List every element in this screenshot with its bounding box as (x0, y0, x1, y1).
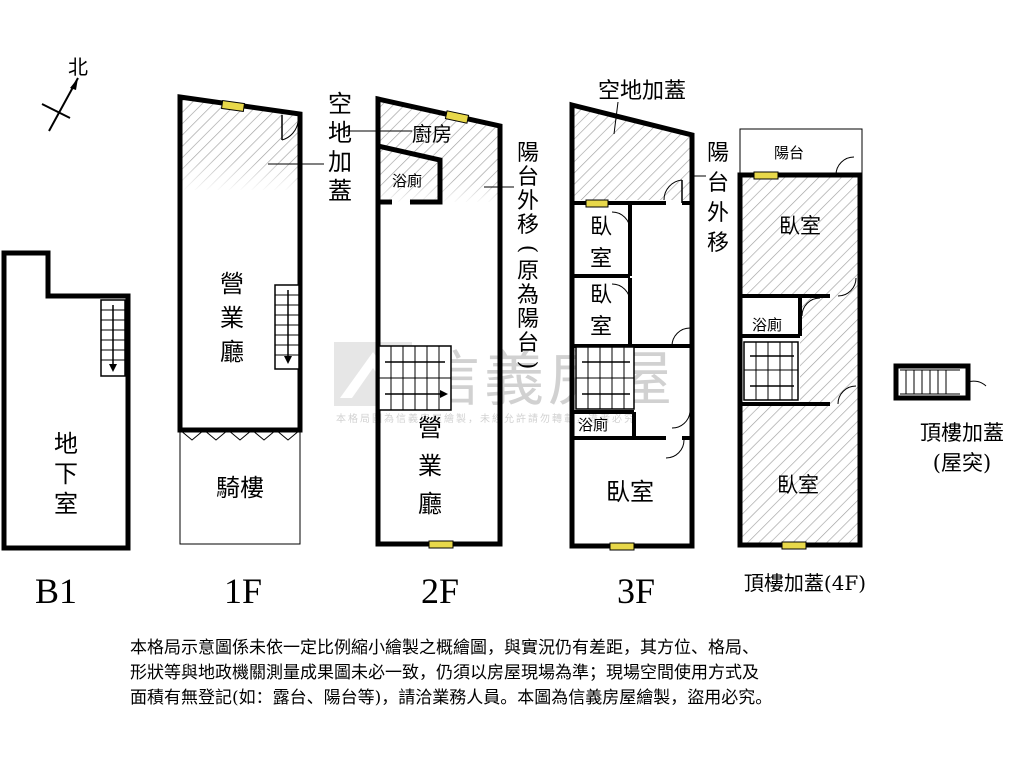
door-icon (611, 211, 631, 303)
watermark-brand: 信義房屋 (420, 345, 676, 415)
note-2f-char-6: 原 (517, 259, 539, 284)
window-icon (609, 542, 635, 551)
note-2f-char-8: 陽 (517, 307, 539, 332)
note-2f-char-3: 外 (517, 189, 539, 214)
balcony-4f-label: 陽台 (774, 144, 804, 162)
window-icon (444, 110, 470, 124)
door-icon (801, 156, 857, 405)
floor-1f: 營 業 廳 騎樓 空 地 加 蓋 1F (177, 90, 352, 611)
disclaimer: 本格局示意圖係未依一定比例縮小繪製之概繪圖，與實況仍有差距，其方位、格局、 形狀… (130, 636, 910, 711)
note-3f-side-char-4: 移 (707, 231, 729, 256)
stairs-icon (378, 345, 452, 411)
roof-structure: 頂樓加蓋 (屋突) (893, 363, 1004, 475)
window-icon (428, 540, 454, 549)
door-icon (281, 115, 299, 141)
note-1f-label-4: 蓋 (328, 177, 352, 205)
disclaimer-line-1: 本格局示意圖係未依一定比例縮小繪製之概繪圖，與實況仍有差距，其方位、格局、 (130, 638, 759, 658)
room-b1-label-3: 室 (54, 490, 78, 518)
room-b1-label-2: 下 (54, 460, 78, 488)
note-3f-side-char-1: 陽 (707, 141, 729, 166)
floor-label-4f: 頂樓加蓋(4F) (744, 571, 866, 595)
note-2f-char-7: 為 (517, 283, 539, 308)
disclaimer-line-3: 面積有無登記(如：露台、陽台等)，請洽業務人員。本圖為信義房屋繪製，盜用必究。 (130, 688, 773, 708)
hall-1f-label-2: 業 (220, 304, 244, 332)
floor-label-1f: 1F (224, 571, 262, 611)
note-3f-top: 空地加蓋 (598, 79, 686, 104)
bedroom-3f-b-label: 臥 (590, 283, 612, 308)
bedroom-4f-bottom-label: 臥室 (777, 473, 819, 497)
hall-1f-label-3: 廳 (220, 338, 244, 366)
hall-1f-label-1: 營 (220, 270, 244, 298)
roof-label-1: 頂樓加蓋 (920, 421, 1004, 445)
floor-2f: 廚房 浴廁 營 業 廳 陽 台 外 移 ( 原 為 陽 台 (345, 95, 540, 611)
note-2f-char-1: 陽 (517, 141, 539, 166)
north-label: 北 (68, 55, 88, 79)
kitchen-label: 廚房 (412, 122, 452, 146)
bath-3f-label: 浴廁 (578, 416, 608, 434)
window-icon (585, 199, 609, 208)
bath-4f-label: 浴廁 (752, 316, 782, 334)
stairs-icon (100, 299, 126, 377)
note-2f-char-2: 台 (517, 165, 539, 190)
roof-label-2: (屋突) (933, 451, 991, 475)
floor-3f: 臥 室 臥 浴廁 臥室 空地加蓋 陽 台 外 (569, 79, 729, 611)
hall-2f-label-3: 廳 (418, 490, 442, 518)
compass: 北 (41, 55, 88, 132)
bath-2f-label: 浴廁 (392, 172, 422, 190)
floor-4f: 陽台 臥室 浴廁 臥室 頂樓加蓋(4F) (737, 128, 866, 595)
stairs-icon (900, 369, 960, 395)
floor-label-3f: 3F (617, 571, 655, 611)
door-icon (663, 179, 683, 203)
room-b1-label-1: 地 (54, 430, 78, 458)
note-2f-char-5: ( (515, 245, 540, 254)
bedroom-3f-b-char: 室 (590, 315, 612, 340)
stairs-icon (743, 341, 799, 401)
window-icon (753, 171, 779, 180)
hall-2f-label-1: 營 (418, 414, 442, 442)
note-2f-char-4: 移 (517, 213, 539, 238)
floor-b1: 地 下 室 B1 (1, 250, 131, 611)
bedroom-3f-a-label: 臥 (590, 215, 612, 240)
disclaimer-line-2: 形狀等與地政機關測量成果圖未必一致，仍須以房屋現場為準；現場空間使用方式及 (130, 663, 759, 683)
note-1f-label-2: 地 (328, 119, 352, 147)
bedroom-3f-a-char: 室 (590, 247, 612, 272)
window-icon (220, 99, 246, 113)
note-3f-side-char-2: 台 (707, 171, 729, 196)
door-icon (665, 327, 691, 459)
note-2f-char-10: ) (515, 361, 540, 370)
note-1f-label-3: 加 (328, 148, 352, 176)
bedroom-4f-top-label: 臥室 (779, 214, 821, 238)
arcade-label: 騎樓 (216, 474, 264, 502)
hall-2f-label-2: 業 (418, 452, 442, 480)
note-1f-label-1: 空 (328, 90, 352, 118)
floor-label-b1: B1 (35, 571, 77, 611)
note-2f-char-9: 台 (517, 331, 539, 356)
window-icon (781, 541, 807, 550)
note-3f-side-char-3: 外 (707, 201, 729, 226)
watermark-notice: 本格局圖為信義房屋繪製，未經允許請勿轉載，違者必究 (336, 412, 636, 425)
floor-label-2f: 2F (421, 571, 459, 611)
stairs-icon (274, 284, 300, 370)
stairs-icon (575, 346, 635, 410)
bedroom-3f-main-label: 臥室 (606, 478, 654, 506)
